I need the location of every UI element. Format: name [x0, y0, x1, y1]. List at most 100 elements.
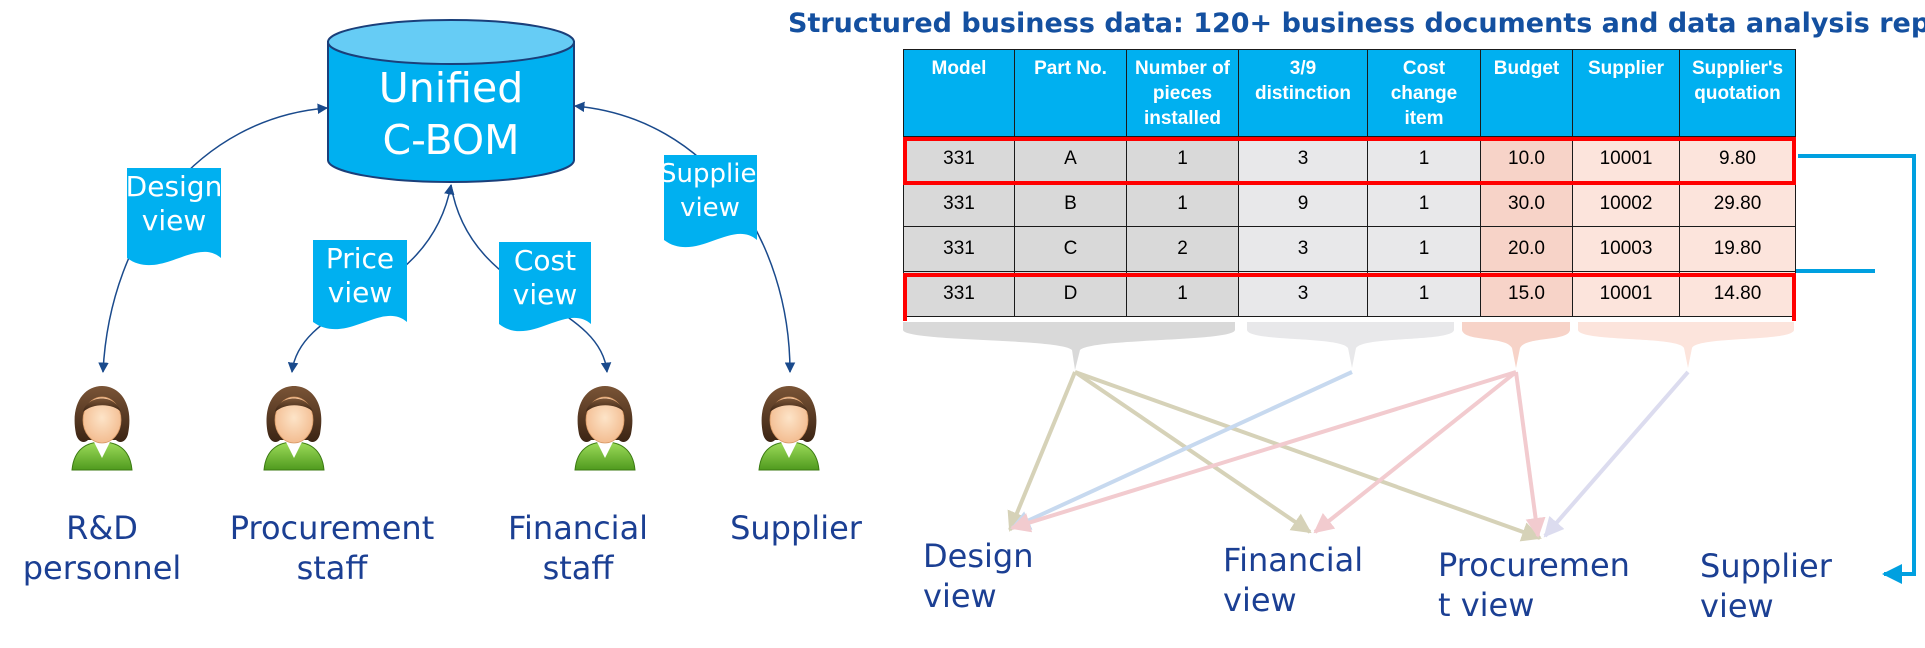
procurement-staff-line2: staff [296, 549, 368, 587]
header-part-no: Part No. [1014, 49, 1127, 137]
rd-personnel-label: R&D personnel [0, 508, 204, 588]
header-budget: Budget [1480, 49, 1573, 137]
cell-pieces: 1 [1126, 181, 1239, 227]
supplier-view-tag [664, 155, 757, 248]
procurement-view-label-line1: Procuremen [1438, 546, 1630, 584]
cost-view-tag [499, 242, 591, 332]
table-row: 331 D 1 3 1 15.0 10001 14.80 [903, 271, 1796, 317]
highlight-row-a [903, 137, 1796, 185]
bom-table: Model Part No. Number of pieces installe… [903, 49, 1796, 317]
cell-supplier: 10001 [1572, 136, 1680, 182]
price-view-tag-line2: view [327, 276, 393, 309]
cell-cost-change: 1 [1367, 271, 1481, 317]
procurement-person-icon [263, 385, 325, 471]
supplier-view-tag-line1: Supplier [660, 159, 760, 189]
cell-model: 331 [903, 136, 1015, 182]
cell-quotation: 9.80 [1679, 136, 1796, 182]
cbom-label: Unified C-BOM [328, 62, 574, 166]
page-title: Structured business data: 120+ business … [788, 8, 1925, 39]
highlight-row-d [903, 273, 1796, 321]
design-view-label-line2: view [923, 577, 997, 615]
cell-model: 331 [903, 181, 1015, 227]
cell-budget: 10.0 [1480, 136, 1573, 182]
cell-budget: 30.0 [1480, 181, 1573, 227]
cbom-label-line1: Unified [378, 64, 524, 112]
cell-quotation: 14.80 [1679, 271, 1796, 317]
supplier-person-icon [758, 385, 820, 471]
financial-staff-label: Financial staff [490, 508, 666, 588]
header-cost-change-item: Cost change item [1367, 49, 1481, 137]
rd-person-icon [71, 385, 133, 471]
cell-quotation: 29.80 [1679, 181, 1796, 227]
cbom-database-icon [327, 19, 575, 183]
financial-view-label-line2: view [1223, 581, 1297, 619]
price-view-tag-label: Price view [310, 242, 410, 310]
supplier-view-label-line2: view [1700, 587, 1774, 625]
cell-cost-change: 1 [1367, 136, 1481, 182]
cell-quotation: 19.80 [1679, 226, 1796, 272]
cell-supplier: 10003 [1572, 226, 1680, 272]
header-model: Model [903, 49, 1015, 137]
financial-view-label-line1: Financial [1223, 541, 1364, 579]
supplier-view-label: Supplier view [1700, 546, 1832, 626]
procurement-staff-line1: Procurement [229, 509, 435, 547]
brace-group-2 [1247, 322, 1454, 368]
design-view-tag [127, 168, 221, 266]
rd-personnel-line2: personnel [22, 549, 182, 587]
cell-part-no: D [1014, 271, 1127, 317]
procurement-view-label: Procuremen t view [1438, 545, 1630, 625]
financial-person-icon [574, 385, 636, 471]
cell-budget: 15.0 [1480, 271, 1573, 317]
brace-group-1 [903, 322, 1235, 370]
supplier-view-tag-label: Supplier view [660, 157, 760, 225]
price-view-tag [313, 240, 407, 330]
cell-supplier: 10002 [1572, 181, 1680, 227]
cell-distinction: 3 [1238, 271, 1368, 317]
view-mapping-lines [1007, 370, 1690, 542]
table-row: 331 B 1 9 1 30.0 10002 29.80 [903, 181, 1796, 227]
design-view-label: Design view [923, 536, 1033, 616]
header-distinction: 3/9 distinction [1238, 49, 1368, 137]
cell-pieces: 1 [1126, 136, 1239, 182]
cell-distinction: 3 [1238, 136, 1368, 182]
header-supplier: Supplier [1572, 49, 1680, 137]
header-supplier-quotation: Supplier's quotation [1679, 49, 1796, 137]
financial-staff-line2: staff [542, 549, 614, 587]
cell-supplier: 10001 [1572, 271, 1680, 317]
table-header-row: Model Part No. Number of pieces installe… [903, 49, 1796, 137]
table-row: 331 C 2 3 1 20.0 10003 19.80 [903, 226, 1796, 272]
design-view-tag-line1: Design [125, 170, 223, 203]
cell-budget: 20.0 [1480, 226, 1573, 272]
table-row: 331 A 1 3 1 10.0 10001 9.80 [903, 136, 1796, 182]
financial-staff-line1: Financial [507, 509, 649, 547]
design-view-tag-line2: view [141, 204, 207, 237]
cost-view-tag-line2: view [512, 278, 578, 311]
cell-cost-change: 1 [1367, 181, 1481, 227]
header-pieces-installed: Number of pieces installed [1126, 49, 1239, 137]
cost-view-tag-label: Cost view [495, 244, 595, 312]
procurement-view-label-line2: t view [1438, 586, 1535, 624]
cbom-label-line2: C-BOM [382, 116, 520, 164]
cell-part-no: A [1014, 136, 1127, 182]
price-view-tag-line1: Price [325, 242, 395, 275]
cell-distinction: 3 [1238, 226, 1368, 272]
financial-view-label: Financial view [1223, 540, 1363, 620]
cell-model: 331 [903, 271, 1015, 317]
rd-personnel-line1: R&D [66, 509, 138, 547]
design-view-label-line1: Design [923, 537, 1034, 575]
cell-cost-change: 1 [1367, 226, 1481, 272]
cell-pieces: 2 [1126, 226, 1239, 272]
cell-part-no: B [1014, 181, 1127, 227]
cell-part-no: C [1014, 226, 1127, 272]
supplier-label: Supplier [716, 508, 876, 548]
supplier-view-label-line1: Supplier [1700, 547, 1832, 585]
cell-model: 331 [903, 226, 1015, 272]
brace-group-3 [1462, 322, 1570, 368]
cost-view-tag-line1: Cost [513, 244, 577, 277]
procurement-staff-label: Procurement staff [214, 508, 450, 588]
supplier-view-tag-line2: view [680, 193, 740, 223]
supplier-row-arrow [1798, 154, 1916, 584]
cell-distinction: 9 [1238, 181, 1368, 227]
supplier-label-line1: Supplier [730, 509, 862, 547]
